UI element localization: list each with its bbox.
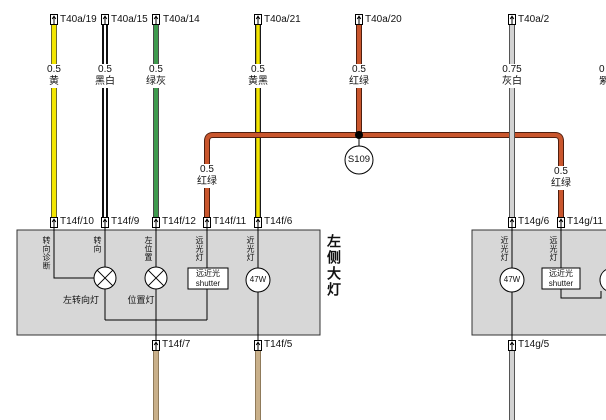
left-headlight-housing <box>16 229 321 336</box>
wire-red-green-bus-core <box>205 133 563 217</box>
connector-pin-icon <box>204 218 211 228</box>
connector-label: T40a/21 <box>264 14 301 25</box>
connector-label: T40a/2 <box>518 14 550 25</box>
right-headlight-housing <box>471 229 606 336</box>
pin-label: T14f/7 <box>162 339 191 350</box>
splice-s109-circle <box>344 145 374 175</box>
wire-gauge-label: 0.5 <box>250 64 266 76</box>
connector-pin-icon <box>51 218 58 228</box>
turn-lamp-icon <box>93 266 117 290</box>
wire-gauge-label: 0.5 <box>97 64 113 76</box>
left-bulb-icon <box>245 267 271 293</box>
pin-label: T14f/5 <box>264 339 293 350</box>
wire-color-label: 黄黑 <box>247 76 269 88</box>
left-bulb-label: 47W <box>249 275 267 284</box>
wire-color-label: 绿灰 <box>145 76 167 88</box>
wire-gauge-label: 0.5 <box>46 64 62 76</box>
shutter-label-line: 远近光 <box>549 269 573 278</box>
connector-pin-icon <box>356 15 363 25</box>
connector-pin-icon <box>153 341 160 351</box>
connector-pin-icon <box>509 15 516 25</box>
connector-pin-icon <box>102 15 109 25</box>
connector-pin-icon <box>102 218 109 228</box>
right-shutter-label: 远近光 shutter <box>542 269 580 288</box>
pin-function-label: 远光灯 <box>549 236 558 262</box>
connector-pin-icon <box>153 218 160 228</box>
wire-red-green-bus <box>204 132 564 217</box>
turn-diagnosis-line <box>53 228 94 279</box>
connector-pin-icon <box>255 218 262 228</box>
right-shutter-return-line <box>560 289 602 299</box>
wire-color-label: 黄 <box>48 76 60 88</box>
wire-gauge-label: 0.5 <box>148 64 164 76</box>
connector-label: T40a/20 <box>365 14 402 25</box>
connector-pin-icon <box>255 15 262 25</box>
pin-label: T14f/9 <box>111 216 140 227</box>
wire-gauge-label: 0.5 <box>351 64 367 76</box>
right-bulb-label: 47W <box>503 275 521 284</box>
branch-wire-color-label: 红绿 <box>196 176 218 188</box>
left-headlight-title: 左侧大灯 <box>326 234 342 298</box>
edge-wire-gauge-label: 0 <box>599 64 605 75</box>
pin-label: T14f/6 <box>264 216 293 227</box>
connector-label: T40a/14 <box>163 14 200 25</box>
connector-pin-icon <box>153 15 160 25</box>
pin-function-label: 远光灯 <box>195 236 204 262</box>
wire-gauge-label: 0.75 <box>501 64 523 76</box>
pin-label: T14f/12 <box>162 216 196 227</box>
left-shutter-label: 远近光 shutter <box>188 269 228 288</box>
pin-label: T14g/5 <box>518 339 550 350</box>
pin-label: T14g/6 <box>518 216 550 227</box>
position-lamp-label: 位置灯 <box>127 295 155 305</box>
pin-function-label: 转向 <box>93 236 102 253</box>
pin-function-label: 左位置 <box>144 236 153 262</box>
branch-wire-gauge-label: 0.5 <box>199 164 215 176</box>
branch-wire-color-label: 红绿 <box>550 178 572 190</box>
edge-wire-color-label: 紫 <box>599 76 606 87</box>
connector-pin-icon <box>509 218 516 228</box>
connector-label: T40a/15 <box>111 14 148 25</box>
pin-label: T14f/10 <box>60 216 94 227</box>
branch-wire-gauge-label: 0.5 <box>553 166 569 178</box>
turn-lamp-label: 左转向灯 <box>62 295 100 305</box>
position-lamp-icon <box>144 266 168 290</box>
pin-function-label: 近光灯 <box>500 236 509 262</box>
pin-function-label: 转向诊断 <box>42 236 51 270</box>
wire-color-label: 红绿 <box>348 76 370 88</box>
connector-pin-icon <box>51 15 58 25</box>
shutter-label-line: shutter <box>548 278 574 288</box>
splice-label: S109 <box>347 154 371 165</box>
pin-label: T14g/11 <box>567 216 603 227</box>
connector-pin-icon <box>558 218 565 228</box>
pin-function-label: 近光灯 <box>246 236 255 262</box>
turn-lamp-cross <box>96 269 114 287</box>
wire-color-label: 灰白 <box>501 76 523 88</box>
connector-label: T40a/19 <box>60 14 97 25</box>
wire-color-label: 黑白 <box>94 76 116 88</box>
shutter-label-line: shutter <box>195 278 221 288</box>
connector-pin-icon <box>255 341 262 351</box>
right-partial-lamp-icon <box>599 269 606 291</box>
position-lamp-cross <box>147 269 165 287</box>
shutter-label-line: 远近光 <box>196 269 220 278</box>
right-shutter-box <box>541 267 581 290</box>
pin-label: T14f/11 <box>213 216 247 227</box>
connector-pin-icon <box>509 341 516 351</box>
left-shutter-box <box>187 267 229 290</box>
right-bulb-icon <box>499 267 525 293</box>
